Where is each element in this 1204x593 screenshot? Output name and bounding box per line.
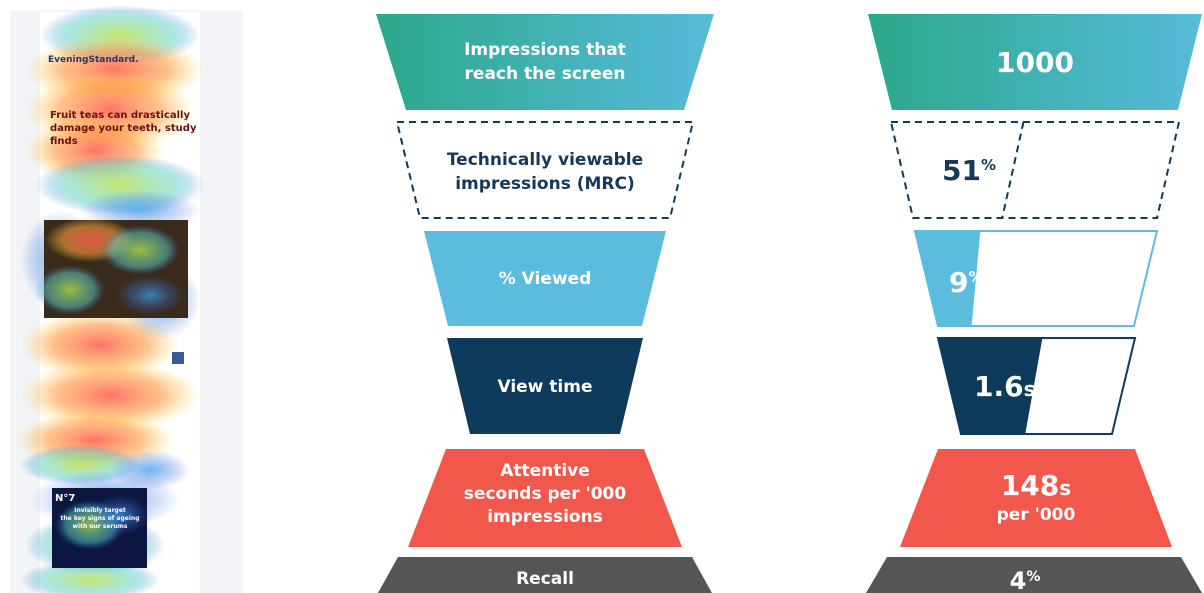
funnel-stage-recall [378, 557, 712, 593]
metric-viewed-value: 9 [949, 266, 968, 299]
metric-recall [866, 557, 1202, 593]
metric-recall-unit: % [1026, 569, 1040, 585]
funnel-stage-viewable-label-1: Technically viewable [447, 150, 643, 170]
metrics-funnel: 1000 51% 9% 1.6s 148s per '000 4% [866, 14, 1202, 593]
headline-line-2: damage your teeth, study [50, 123, 197, 134]
metric-recall: 4% [1010, 567, 1041, 593]
metric-attentive-seconds [900, 449, 1172, 547]
metric-viewable: 51% [942, 154, 996, 187]
heat-spot [35, 265, 105, 315]
heat-spot [20, 560, 160, 593]
funnel-stage-impressions [376, 14, 714, 110]
funnel-stage-viewable-label-2: impressions (MRC) [455, 174, 635, 194]
metric-impressions [868, 14, 1202, 110]
funnel-stage-viewed-label: % Viewed [499, 269, 592, 289]
funnel-stage-impressions-label-1: Impressions that [464, 40, 626, 60]
metric-attentive-value: 148 [1001, 469, 1059, 502]
facebook-icon [172, 352, 184, 364]
funnel: Impressions that reach the screen Techni… [376, 14, 714, 593]
heat-spot [115, 275, 185, 315]
metric-viewed: 9% [949, 266, 984, 299]
heat-spot [100, 225, 180, 275]
funnel-stage-viewable [395, 121, 695, 219]
metric-viewed-fill [915, 231, 981, 326]
headline-line-1: Fruit teas can drastically [50, 110, 190, 121]
metric-view-time: 1.6s [974, 370, 1036, 403]
metric-recall-value: 4 [1010, 567, 1027, 593]
funnel-stage-view-time [447, 338, 643, 434]
ad-brand: N°7 [55, 493, 75, 504]
funnel-stage-attentive-label-1: Attentive [500, 461, 590, 481]
metric-view-time-value: 1.6 [974, 370, 1024, 403]
metric-viewable-unit: % [981, 156, 996, 174]
metric-viewable-outline [889, 121, 1181, 219]
metric-viewed-unit: % [968, 268, 983, 286]
metric-view-time-unit: s [1024, 377, 1036, 401]
heat-spot [90, 495, 150, 535]
masthead-text: EveningStandard. [48, 55, 139, 65]
funnel-stage-viewed [424, 231, 666, 326]
metric-attentive: 148s [1001, 469, 1071, 502]
metric-viewable-divider [1001, 121, 1025, 219]
heatmap-screenshot: EveningStandard. Fruit teas can drastica… [10, 5, 243, 593]
funnel-stage-attentive-label-3: impressions [487, 507, 603, 527]
headline-line-3: finds [50, 136, 78, 147]
metric-impressions-value: 1000 [996, 46, 1074, 79]
funnel-stage-attentive-label-2: seconds per '000 [464, 484, 627, 504]
ad-text-line-3: with our serums [73, 523, 128, 530]
ad-text-line-2: the key signs of ageing [61, 515, 140, 522]
funnel-stage-recall-label: Recall [516, 569, 574, 589]
heat-spot [110, 450, 190, 490]
ad-text-line-1: Invisibly target [74, 507, 126, 514]
metric-attentive-unit: s [1059, 476, 1071, 500]
metric-viewable-value: 51 [942, 154, 981, 187]
funnel-stage-view-time-label: View time [497, 377, 592, 397]
metric-view-time-fill [938, 338, 1043, 434]
metric-attentive-sub: per '000 [997, 505, 1076, 525]
funnel-stage-attentive-seconds [408, 449, 682, 547]
funnel-stage-impressions-label-2: reach the screen [465, 64, 626, 84]
